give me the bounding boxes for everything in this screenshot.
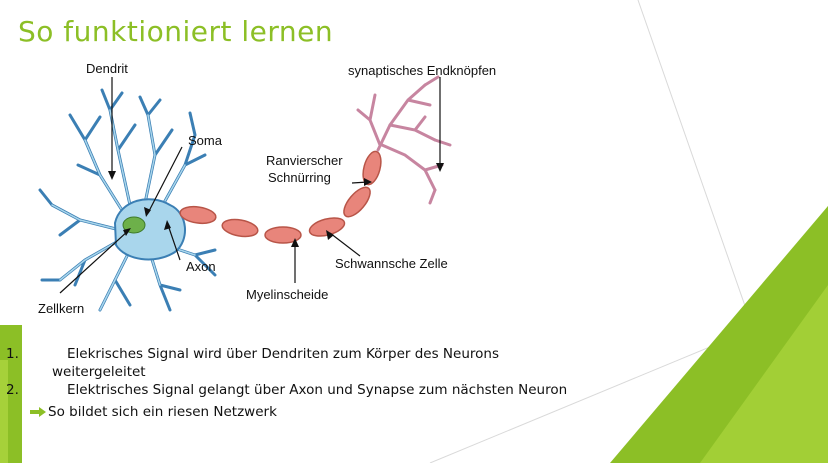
summary-line: So bildet sich ein riesen Netzwerk — [30, 403, 277, 421]
label-soma: Soma — [188, 133, 223, 148]
list-number: 2. — [6, 382, 19, 398]
list-item: 1. Elekrisches Signal wird über Dendrite… — [0, 345, 700, 381]
arrow-right-icon — [30, 407, 46, 417]
myelin-sheath — [179, 150, 382, 244]
label-schwannsche-zelle: Schwannsche Zelle — [335, 256, 448, 271]
label-ranvier-line1: Ranvierscher — [266, 153, 343, 168]
label-axon: Axon — [186, 259, 216, 274]
list-item-text: Elekrisches Signal wird über Dendriten z… — [67, 346, 499, 362]
green-bar-left-light — [0, 360, 8, 463]
numbered-list: 1. Elekrisches Signal wird über Dendrite… — [0, 345, 700, 399]
label-dendrit: Dendrit — [86, 61, 128, 76]
label-myelinscheide: Myelinscheide — [246, 287, 328, 302]
axon-terminal — [356, 75, 452, 205]
soma-body — [113, 198, 187, 261]
label-zellkern: Zellkern — [38, 301, 84, 316]
dendrites — [38, 88, 217, 312]
neuron-diagram: Dendrit Soma Axon Zellkern Myelinscheide… — [38, 61, 496, 316]
list-item: 2. Elektrisches Signal gelangt über Axon… — [0, 381, 700, 399]
green-triangle-light — [700, 285, 828, 463]
label-endknoepfchen: synaptisches Endknöpfen — [348, 63, 496, 78]
list-number: 1. — [6, 346, 19, 362]
label-ranvier-line2: Schnürring — [268, 170, 331, 185]
summary-text: So bildet sich ein riesen Netzwerk — [48, 404, 277, 420]
slide-title: So funktioniert lernen — [18, 15, 334, 48]
list-item-text: Elektrisches Signal gelangt über Axon un… — [67, 382, 568, 398]
list-item-text-continued: weitergeleitet — [52, 364, 146, 380]
